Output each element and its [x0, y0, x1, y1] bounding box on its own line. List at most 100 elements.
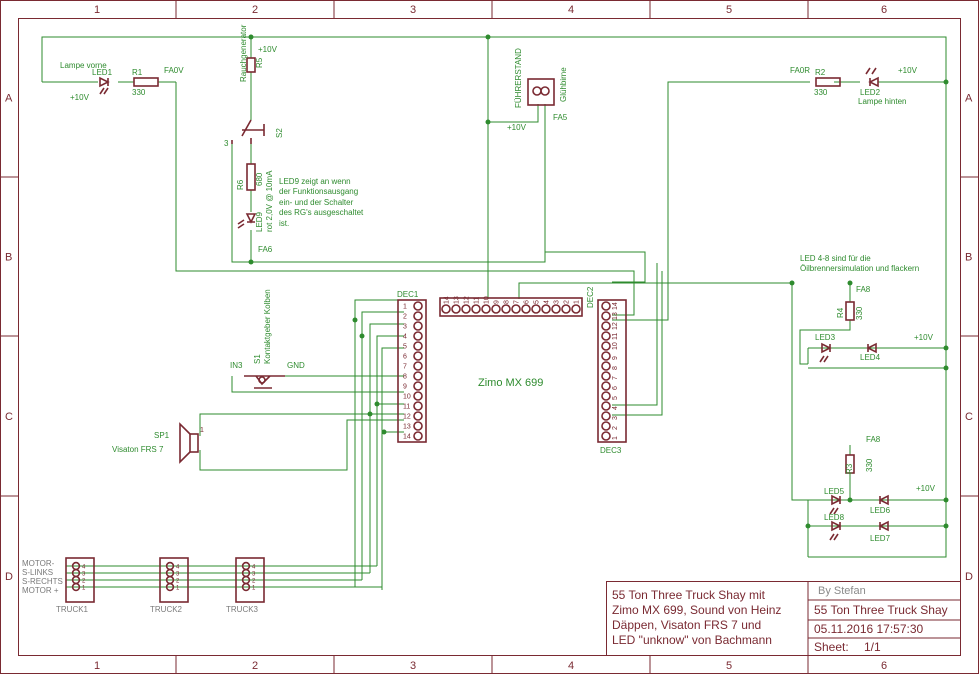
- dec3-pin-label: 12: [612, 322, 619, 330]
- dec2-pin-label: 11: [474, 297, 481, 304]
- dec2-pin-label: 9: [494, 300, 501, 304]
- dec1-pin: [413, 401, 423, 411]
- s1-net-in: IN3: [230, 361, 243, 370]
- dec1-pin: [413, 321, 423, 331]
- led7-name: LED7: [870, 534, 891, 543]
- frame-row-left-A: A: [5, 93, 13, 105]
- led5: LED5 +10V: [824, 484, 936, 515]
- dec3-pin: [601, 401, 611, 411]
- led48-note-line-1: LED 4-8 sind für die: [800, 254, 871, 263]
- truck1-name: TRUCK1: [56, 605, 89, 614]
- r5-supply: +10V: [258, 45, 278, 54]
- dec3-pin: [601, 411, 611, 421]
- frame-col-bottom-3: 3: [410, 660, 416, 672]
- r2-resistor: FA0R R2 330: [790, 66, 841, 97]
- truck1-pin-label: 1: [82, 586, 86, 592]
- dec3-pin-label: 10: [612, 342, 619, 350]
- led1-label: Lampe vorne: [60, 61, 107, 70]
- dec3-pin-label: 5: [612, 396, 619, 400]
- dec2-pin-label: 2: [564, 300, 571, 304]
- frame-col-top-2: 2: [252, 4, 258, 16]
- wires: [41, 36, 947, 590]
- dec2-pin-label: 7: [514, 300, 521, 304]
- dec3-pin: [601, 381, 611, 391]
- dec2-pin-label: 10: [484, 296, 491, 304]
- dec2-pin: [511, 304, 521, 314]
- dec2-pin-label: 3: [554, 300, 561, 304]
- r4-value: 330: [855, 306, 864, 320]
- dec2-pin-label: 14: [444, 296, 451, 304]
- dec1-pin-label: 7: [403, 364, 407, 371]
- led9-net: FA6: [258, 245, 273, 254]
- frame-col-bottom-2: 2: [252, 660, 258, 672]
- truck1-pin: [71, 582, 81, 592]
- truck2-name: TRUCK2: [150, 605, 183, 614]
- r5-name: R5: [255, 57, 264, 68]
- dec2-pin-label: 1: [574, 300, 581, 304]
- truck3-pin-label: 2: [252, 579, 256, 585]
- r2-net: FA0R: [790, 66, 810, 75]
- r4-name: R4: [836, 307, 845, 318]
- dec2-pin-label: 13: [454, 296, 461, 304]
- led9-note: LED9 zeigt an wenn der Funktionsausgang …: [279, 177, 364, 228]
- r2-name: R2: [815, 68, 826, 77]
- led1: Lampe vorne LED1 +10V: [60, 61, 113, 102]
- dec3-pin-label: 9: [612, 356, 619, 360]
- led2-supply: +10V: [898, 66, 918, 75]
- truck2-pin: [165, 582, 175, 592]
- r1-net: FA0V: [164, 66, 184, 75]
- frame-col-top-5: 5: [726, 4, 732, 16]
- title-description-1: 55 Ton Three Truck Shay mit: [612, 588, 766, 602]
- junctions: [248, 34, 949, 529]
- led5-supply: +10V: [916, 484, 936, 493]
- truck3-name: TRUCK3: [226, 605, 259, 614]
- dec1-pin-label: 5: [403, 344, 407, 351]
- dec3-pin-label: 4: [612, 406, 619, 410]
- dec1-pin: [413, 381, 423, 391]
- led3: LED3: [815, 333, 836, 363]
- led9-note-line-3: ein- und der Schalter: [279, 198, 354, 207]
- frame-row-left-C: C: [5, 411, 13, 423]
- dec1-pin-label: 11: [403, 404, 410, 411]
- truck2-pin-label: 4: [176, 565, 180, 571]
- led9-name: LED9: [255, 211, 264, 232]
- frame-col-bottom-6: 6: [881, 660, 887, 672]
- r4-resistor: FA8 R4 330: [836, 285, 871, 321]
- dec2-pin: [531, 304, 541, 314]
- r2-value: 330: [814, 88, 828, 97]
- dec1-pin: [413, 391, 423, 401]
- dec2-pin-label: 4: [544, 300, 551, 304]
- frame-row-left-B: B: [5, 252, 12, 264]
- led9: LED9 rot 2,0V @ 10mA FA6: [237, 170, 274, 254]
- frame-row-right-A: A: [965, 93, 973, 105]
- s1-label: Kontaktgeber Kolben: [263, 289, 272, 364]
- led2-name: LED2: [860, 88, 881, 97]
- motor-label-2: S-LINKS: [22, 568, 53, 577]
- dec2-name: DEC2: [586, 286, 595, 308]
- dec3-pin: [601, 431, 611, 441]
- led4-supply: +10V: [914, 333, 934, 342]
- dec3-pin: [601, 341, 611, 351]
- dec2-pin-label: 5: [534, 300, 541, 304]
- dec3-pin-label: 2: [612, 426, 619, 430]
- truck1-pin-label: 3: [82, 572, 86, 578]
- dec2-pin: [441, 304, 451, 314]
- r1-name: R1: [132, 68, 143, 77]
- dec1-pin-label: 10: [403, 394, 411, 401]
- frame-col-top-4: 4: [568, 4, 574, 16]
- led3-name: LED3: [815, 333, 836, 342]
- r5-resistor: +10V Rauchgenerator R5: [239, 24, 278, 82]
- frame-row-right-D: D: [965, 571, 973, 583]
- frame-row-right-C: C: [965, 411, 973, 423]
- motor-labels: MOTOR- S-LINKS S-RECHTS MOTOR +: [22, 559, 63, 595]
- truck3-pin: [241, 582, 251, 592]
- led48-note-line-2: Öilbrennersimulation und flackern: [800, 264, 919, 273]
- s1-name: S1: [253, 354, 262, 364]
- led9-rating: rot 2,0V @ 10mA: [265, 170, 274, 232]
- motor-label-3: S-RECHTS: [22, 577, 63, 586]
